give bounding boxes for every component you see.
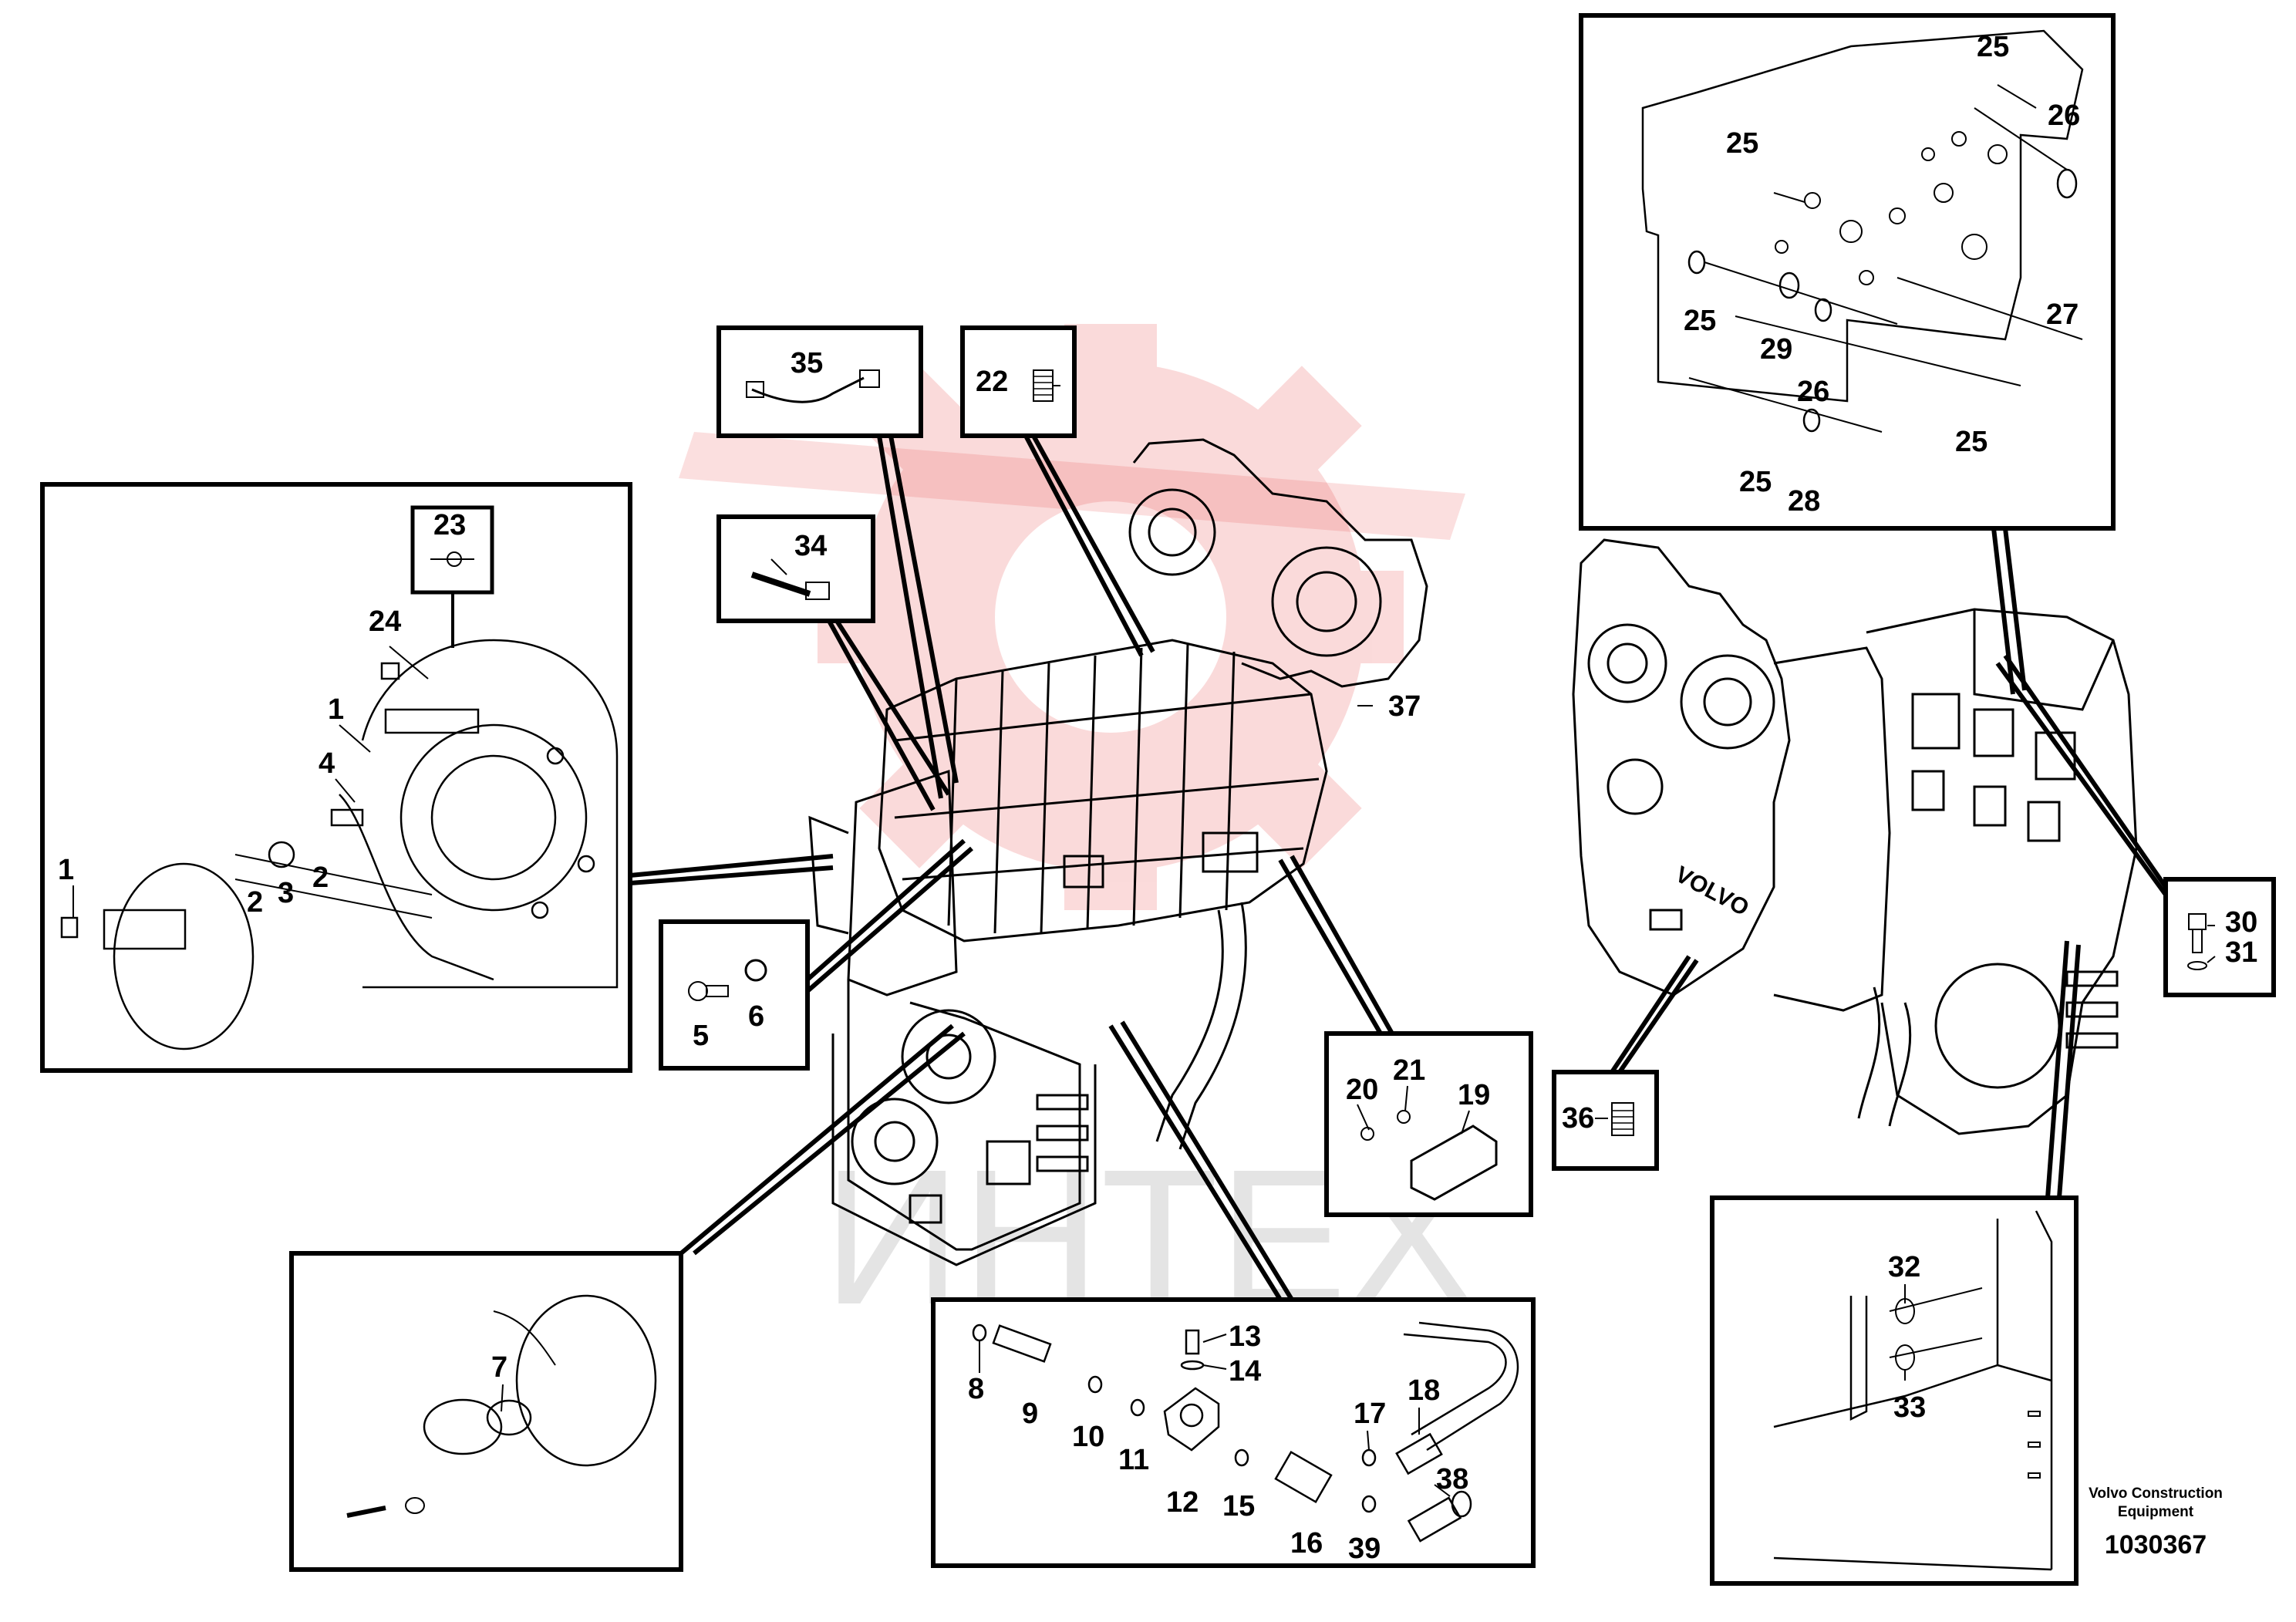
callout-labels: 23 24 1 4 1 2 3 2 35 34 22 37 5 6 20 21 … [58, 31, 2257, 1565]
callout-15: 15 [1222, 1490, 1255, 1523]
callout-30: 30 [2225, 906, 2257, 939]
callout-1-lower: 1 [58, 854, 74, 886]
callout-27: 27 [2046, 298, 2079, 331]
callout-25-top: 25 [1977, 31, 2009, 63]
callout-2-left: 2 [247, 886, 263, 919]
callout-10: 10 [1072, 1421, 1104, 1453]
detail-box-part-23 [410, 505, 494, 595]
callout-37: 37 [1388, 690, 1421, 723]
detail-box-part-36 [1552, 1070, 1659, 1171]
callout-2-right: 2 [312, 862, 329, 894]
callout-25-mid-left: 25 [1684, 305, 1716, 337]
rear-view-transmission [1572, 538, 2138, 1135]
detail-box-hose-parts [931, 1297, 1536, 1568]
callout-13: 13 [1229, 1320, 1261, 1353]
callout-34: 34 [794, 530, 827, 562]
detail-box-parts-32-33 [1710, 1195, 2079, 1586]
callout-6: 6 [748, 1000, 764, 1033]
callout-25-right: 25 [1955, 426, 1988, 458]
drawing-number: 1030367 [2104, 1530, 2207, 1560]
callout-8: 8 [968, 1373, 984, 1405]
callout-23: 23 [433, 509, 466, 541]
detail-box-parts-30-31 [2163, 877, 2276, 997]
detail-box-valve-plate [1579, 13, 2116, 531]
callout-39: 39 [1348, 1533, 1381, 1565]
detail-box-part-35 [716, 325, 923, 438]
callout-17: 17 [1354, 1398, 1386, 1430]
callout-38: 38 [1436, 1463, 1468, 1496]
detail-box-part-34 [716, 514, 875, 623]
callout-11: 11 [1118, 1444, 1149, 1476]
callout-1-upper: 1 [328, 693, 344, 726]
callout-25-upper-left: 25 [1726, 127, 1758, 160]
detail-box-part-22 [960, 325, 1077, 438]
callout-28: 28 [1788, 485, 1820, 518]
callout-16: 16 [1290, 1527, 1323, 1560]
callout-7: 7 [491, 1351, 507, 1384]
detail-box-cover [40, 482, 632, 1073]
brand-plate-text: VOLVO [1671, 862, 1753, 921]
detail-box-parts-19-21 [1324, 1031, 1533, 1217]
callout-26-top: 26 [2048, 99, 2080, 132]
callout-4: 4 [319, 747, 335, 780]
callout-ticks [72, 385, 2216, 1497]
callout-25-bottom: 25 [1739, 466, 1772, 498]
credit-company-line2: Equipment [2117, 1504, 2194, 1520]
callout-5: 5 [693, 1020, 709, 1052]
callout-9: 9 [1022, 1398, 1038, 1430]
callout-29: 29 [1760, 333, 1792, 366]
detail-box-parts-5-6 [659, 919, 810, 1071]
callout-14: 14 [1229, 1355, 1261, 1388]
credit-block: Volvo Construction Equipment 1030367 [2055, 1485, 2256, 1562]
callout-3: 3 [278, 877, 294, 909]
callout-35: 35 [791, 347, 823, 379]
detail-box-part-7 [289, 1251, 683, 1572]
callout-22: 22 [976, 366, 1008, 398]
main-transmission [808, 438, 1428, 1266]
callout-36: 36 [1562, 1102, 1594, 1135]
callout-12: 12 [1166, 1486, 1199, 1519]
callout-33: 33 [1893, 1391, 1926, 1424]
callout-24: 24 [369, 605, 401, 638]
callout-18: 18 [1408, 1374, 1440, 1407]
callout-20: 20 [1346, 1074, 1378, 1106]
callout-19: 19 [1458, 1079, 1490, 1111]
watermark-swoosh [679, 432, 1465, 540]
callout-32: 32 [1888, 1251, 1920, 1283]
leader-lines [629, 434, 2168, 1301]
callout-21: 21 [1393, 1054, 1425, 1087]
credit-company-line1: Volvo Construction [2089, 1485, 2223, 1502]
callout-31: 31 [2225, 936, 2257, 969]
callout-26-mid: 26 [1797, 376, 1829, 408]
